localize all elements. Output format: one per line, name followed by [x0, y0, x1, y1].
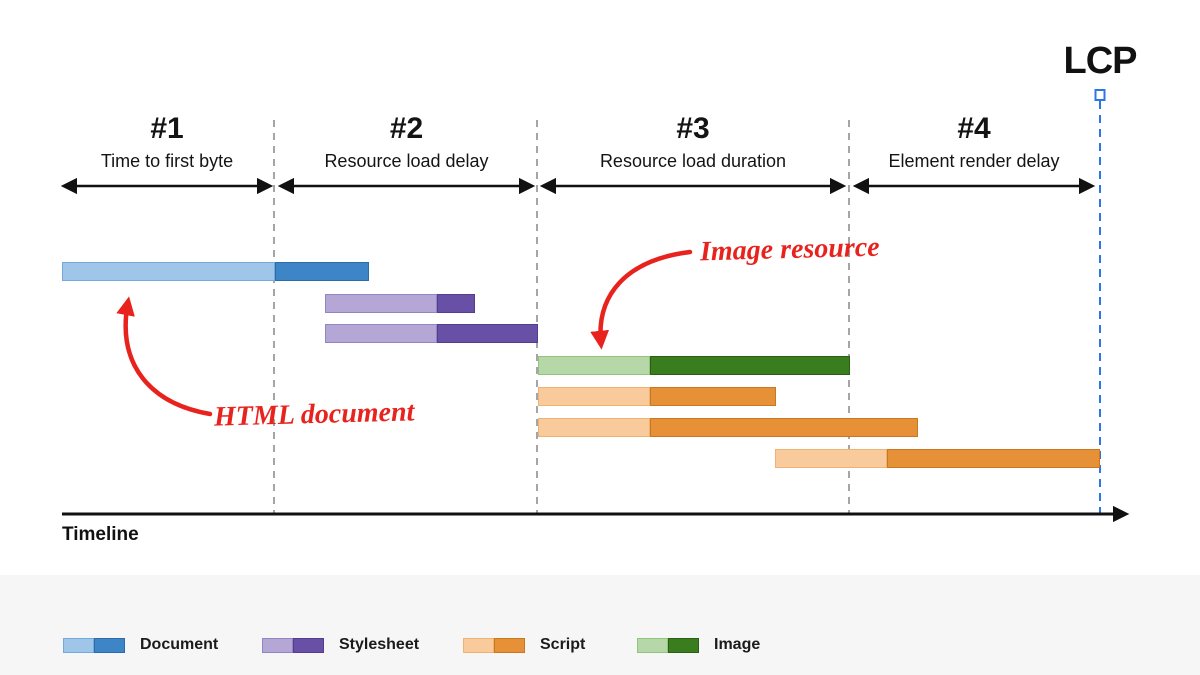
stylesheet-bar-delay-segment: [325, 294, 437, 313]
image-bar-load-segment: [650, 356, 850, 375]
script-bar-load-segment: [650, 387, 776, 406]
script-bar-load-segment: [650, 418, 918, 437]
legend-item-image: Image: [637, 636, 760, 654]
script-bar: [538, 418, 918, 437]
script-swatch-icon: [463, 637, 525, 653]
image-swatch-light-half: [637, 637, 668, 653]
timeline-axis-label: Timeline: [62, 524, 139, 545]
lcp-label: LCP: [1063, 40, 1138, 82]
legend-label-image: Image: [714, 636, 761, 653]
phase-3-number: #3: [676, 112, 710, 145]
stylesheet-swatch-dark-half: [293, 637, 324, 653]
stylesheet-swatch-light-half: [262, 637, 293, 653]
stylesheet-bar: [325, 294, 475, 313]
document-bar-load-segment: [275, 262, 369, 281]
legend-label-document: Document: [140, 636, 219, 653]
phase-3-label: Resource load duration: [599, 150, 787, 171]
lcp-marker-icon: [1094, 89, 1106, 101]
image-resource-arrow: [590, 249, 693, 350]
image-swatch-dark-half: [668, 637, 699, 653]
phase-2-number: #2: [389, 112, 424, 145]
script-bar-delay-segment: [538, 418, 650, 437]
document-swatch-light-half: [63, 637, 94, 653]
stylesheet-bar-load-segment: [437, 294, 475, 313]
script-bar-delay-segment: [775, 449, 887, 468]
stylesheet-bar-delay-segment: [325, 324, 437, 343]
legend-label-script: Script: [540, 636, 586, 653]
document-swatch-icon: [63, 637, 125, 653]
stylesheet-bar-load-segment: [437, 324, 538, 343]
stylesheet-swatch-icon: [262, 637, 324, 653]
document-bar: [62, 262, 369, 281]
script-bar-delay-segment: [538, 387, 650, 406]
legend-bar: Document Stylesheet Script Image: [0, 575, 1200, 675]
legend-item-script: Script: [463, 636, 585, 654]
legend-item-stylesheet: Stylesheet: [262, 636, 419, 654]
html-document-annotation: HTML document: [213, 396, 415, 433]
script-swatch-dark-half: [494, 637, 525, 653]
script-bar-load-segment: [887, 449, 1100, 468]
image-bar-delay-segment: [538, 356, 650, 375]
legend-label-stylesheet: Stylesheet: [339, 636, 420, 653]
html-document-arrow: [116, 296, 213, 417]
phase-2-label: Resource load delay: [324, 150, 489, 171]
phase-4-number: #4: [957, 112, 991, 145]
document-bar-delay-segment: [62, 262, 275, 281]
image-bar: [538, 356, 850, 375]
phase-4-label: Element render delay: [888, 150, 1060, 171]
stylesheet-bar: [325, 324, 538, 343]
script-bar: [538, 387, 776, 406]
legend-item-document: Document: [63, 636, 218, 654]
script-swatch-light-half: [463, 637, 494, 653]
document-swatch-dark-half: [94, 637, 125, 653]
phase-1-number: #1: [150, 112, 184, 145]
script-bar: [775, 449, 1100, 468]
phase-1-label: Time to first byte: [100, 150, 234, 171]
image-resource-annotation: Image resource: [699, 231, 881, 268]
image-swatch-icon: [637, 637, 699, 653]
